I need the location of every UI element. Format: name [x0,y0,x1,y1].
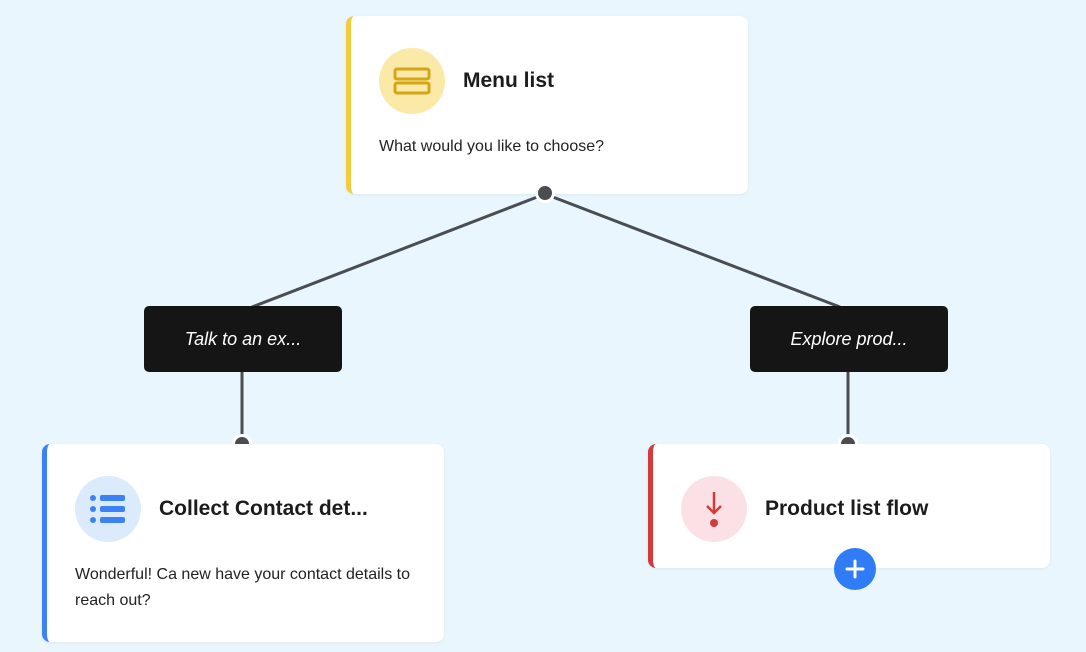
list-icon [75,476,141,542]
product-list-title: Product list flow [765,497,929,520]
arrow-down-icon [681,476,747,542]
collect-contact-header: Collect Contact det... [75,476,368,542]
menu-list-text: What would you like to choose? [379,138,605,155]
edge-label-talk-to-expert[interactable]: Talk to an ex... [144,306,342,372]
menu-list-title: Menu list [463,69,555,92]
menu-list-icon [379,48,445,114]
menu-list-node[interactable]: Menu list What would you like to choose? [346,16,748,194]
edge-line-menu-right [544,192,841,309]
plus-icon [845,559,865,579]
menu-output-port[interactable] [535,183,555,203]
collect-contact-title: Collect Contact det... [159,497,368,520]
product-list-header: Product list flow [681,476,928,542]
add-node-button[interactable] [834,548,876,590]
edge-line-menu-left [251,192,546,309]
edge-label-explore-products[interactable]: Explore prod... [750,306,948,372]
menu-list-header: Menu list [379,48,554,114]
product-list-node[interactable]: Product list flow [648,444,1050,568]
collect-contact-text: Wonderful! Ca new have your contact deta… [75,566,410,609]
collect-contact-node[interactable]: Collect Contact det... Wonderful! Ca new… [42,444,444,642]
